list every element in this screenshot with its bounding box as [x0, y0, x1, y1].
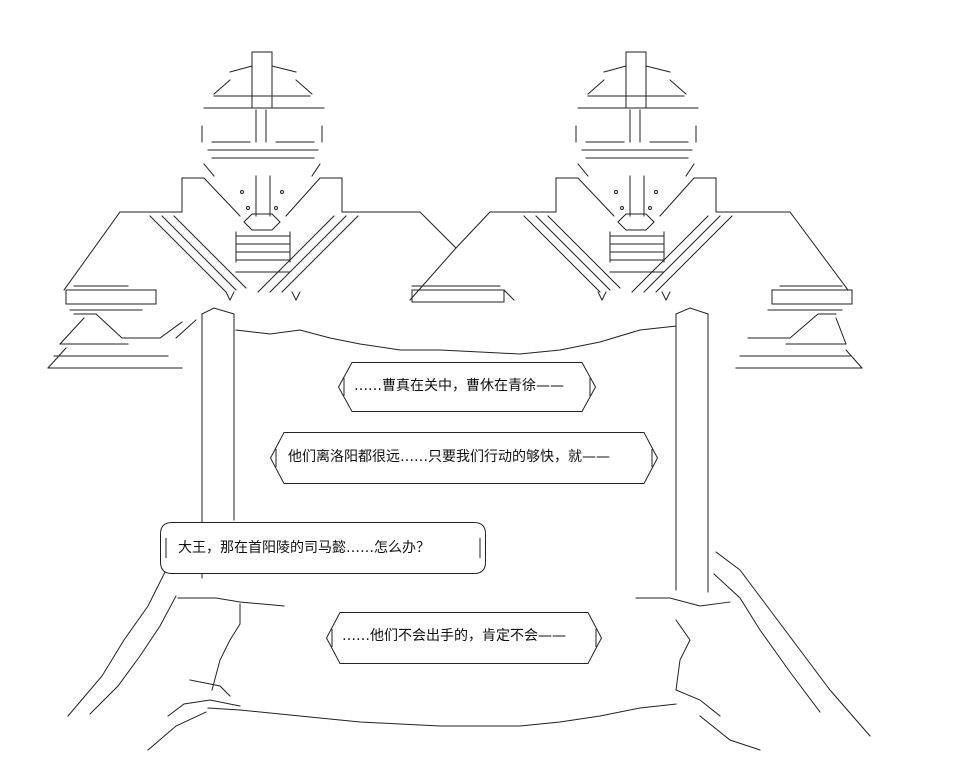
left-hands	[67, 569, 285, 751]
speech-bubble-2-text: 他们离洛阳都很远……只要我们行动的够快，就——	[288, 449, 610, 465]
speech-bubble-4-text: ……他们不会出手的，肯定不会——	[342, 628, 566, 644]
right-hands	[635, 551, 871, 751]
speech-bubble-1-text: ……曹真在关中，曹休在青徐——	[354, 378, 564, 394]
right-figure	[409, 51, 863, 593]
left-figure	[47, 51, 457, 579]
speech-bubble-1-frame	[338, 362, 596, 412]
speech-bubble-2-frame	[270, 432, 658, 484]
speech-bubble-4-frame	[326, 612, 602, 664]
speech-bubble-3-frame	[160, 522, 486, 574]
speech-bubble-3-text: 大王，那在首阳陵的司马懿……怎么办？	[178, 540, 430, 556]
